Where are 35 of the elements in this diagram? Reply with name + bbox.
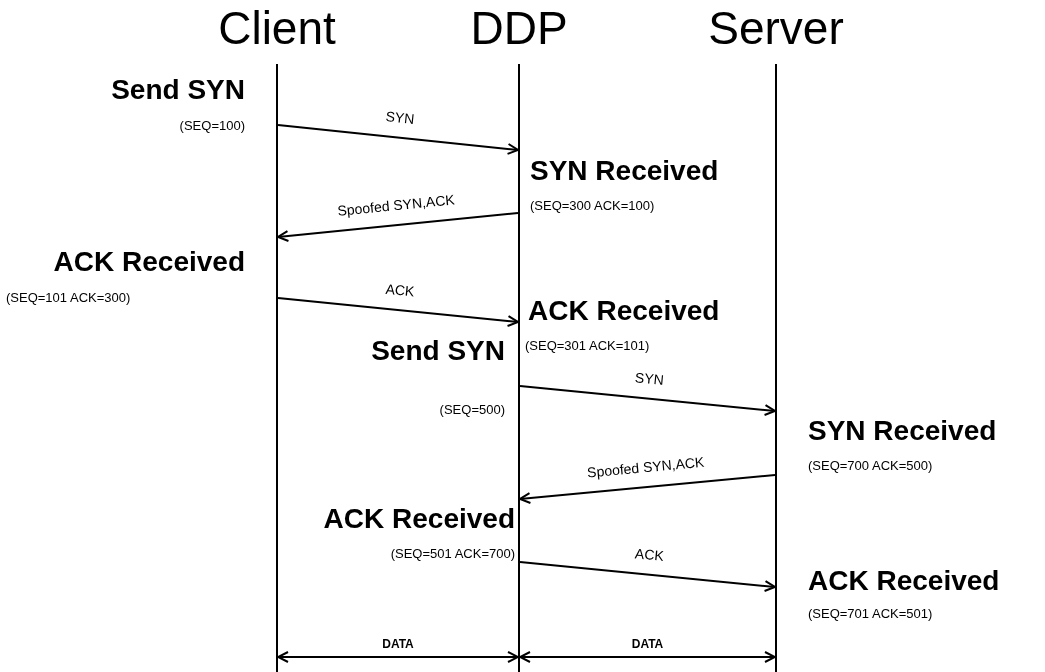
state-title: ACK Received [53,245,245,279]
message-arrow [519,561,776,592]
sequence-numbers: (SEQ=100) [179,117,245,135]
edge-label: SYN [634,368,665,390]
state-title: SYN Received [808,414,997,448]
sequence-numbers: (SEQ=300 ACK=100) [530,197,655,215]
edge-label: DATA [631,636,664,653]
participant-label: Client [218,1,336,56]
state-title: ACK Received [323,502,515,536]
sequence-numbers: (SEQ=301 ACK=101) [525,337,650,355]
state-title: SYN Received [530,154,719,188]
message-arrow [519,651,776,663]
state-title: ACK Received [528,294,720,328]
message-arrow [277,297,519,327]
state-title: Send SYN [371,334,505,368]
sequence-numbers: (SEQ=101 ACK=300) [6,289,131,307]
message-arrow [277,124,519,155]
edge-label: DATA [382,636,414,653]
edge-label: ACK [634,544,665,566]
message-arrow [519,474,776,505]
edge-label: Spoofed SYN,ACK [586,452,706,483]
edge-label: ACK [384,279,416,302]
edge-label: Spoofed SYN,ACK [336,190,456,221]
participant-label: Server [708,1,844,56]
sequence-numbers: (SEQ=500) [439,401,505,419]
edge-label: SYN [384,107,416,130]
participant-label: DDP [470,1,568,56]
state-title: Send SYN [111,73,245,107]
sequence-numbers: (SEQ=701 ACK=501) [808,605,933,623]
message-arrow [277,212,519,242]
message-arrow [519,385,776,416]
sequence-numbers: (SEQ=700 ACK=500) [808,457,933,475]
message-arrow [277,651,519,663]
sequence-numbers: (SEQ=501 ACK=700) [390,545,515,563]
state-title: ACK Received [808,564,1000,598]
